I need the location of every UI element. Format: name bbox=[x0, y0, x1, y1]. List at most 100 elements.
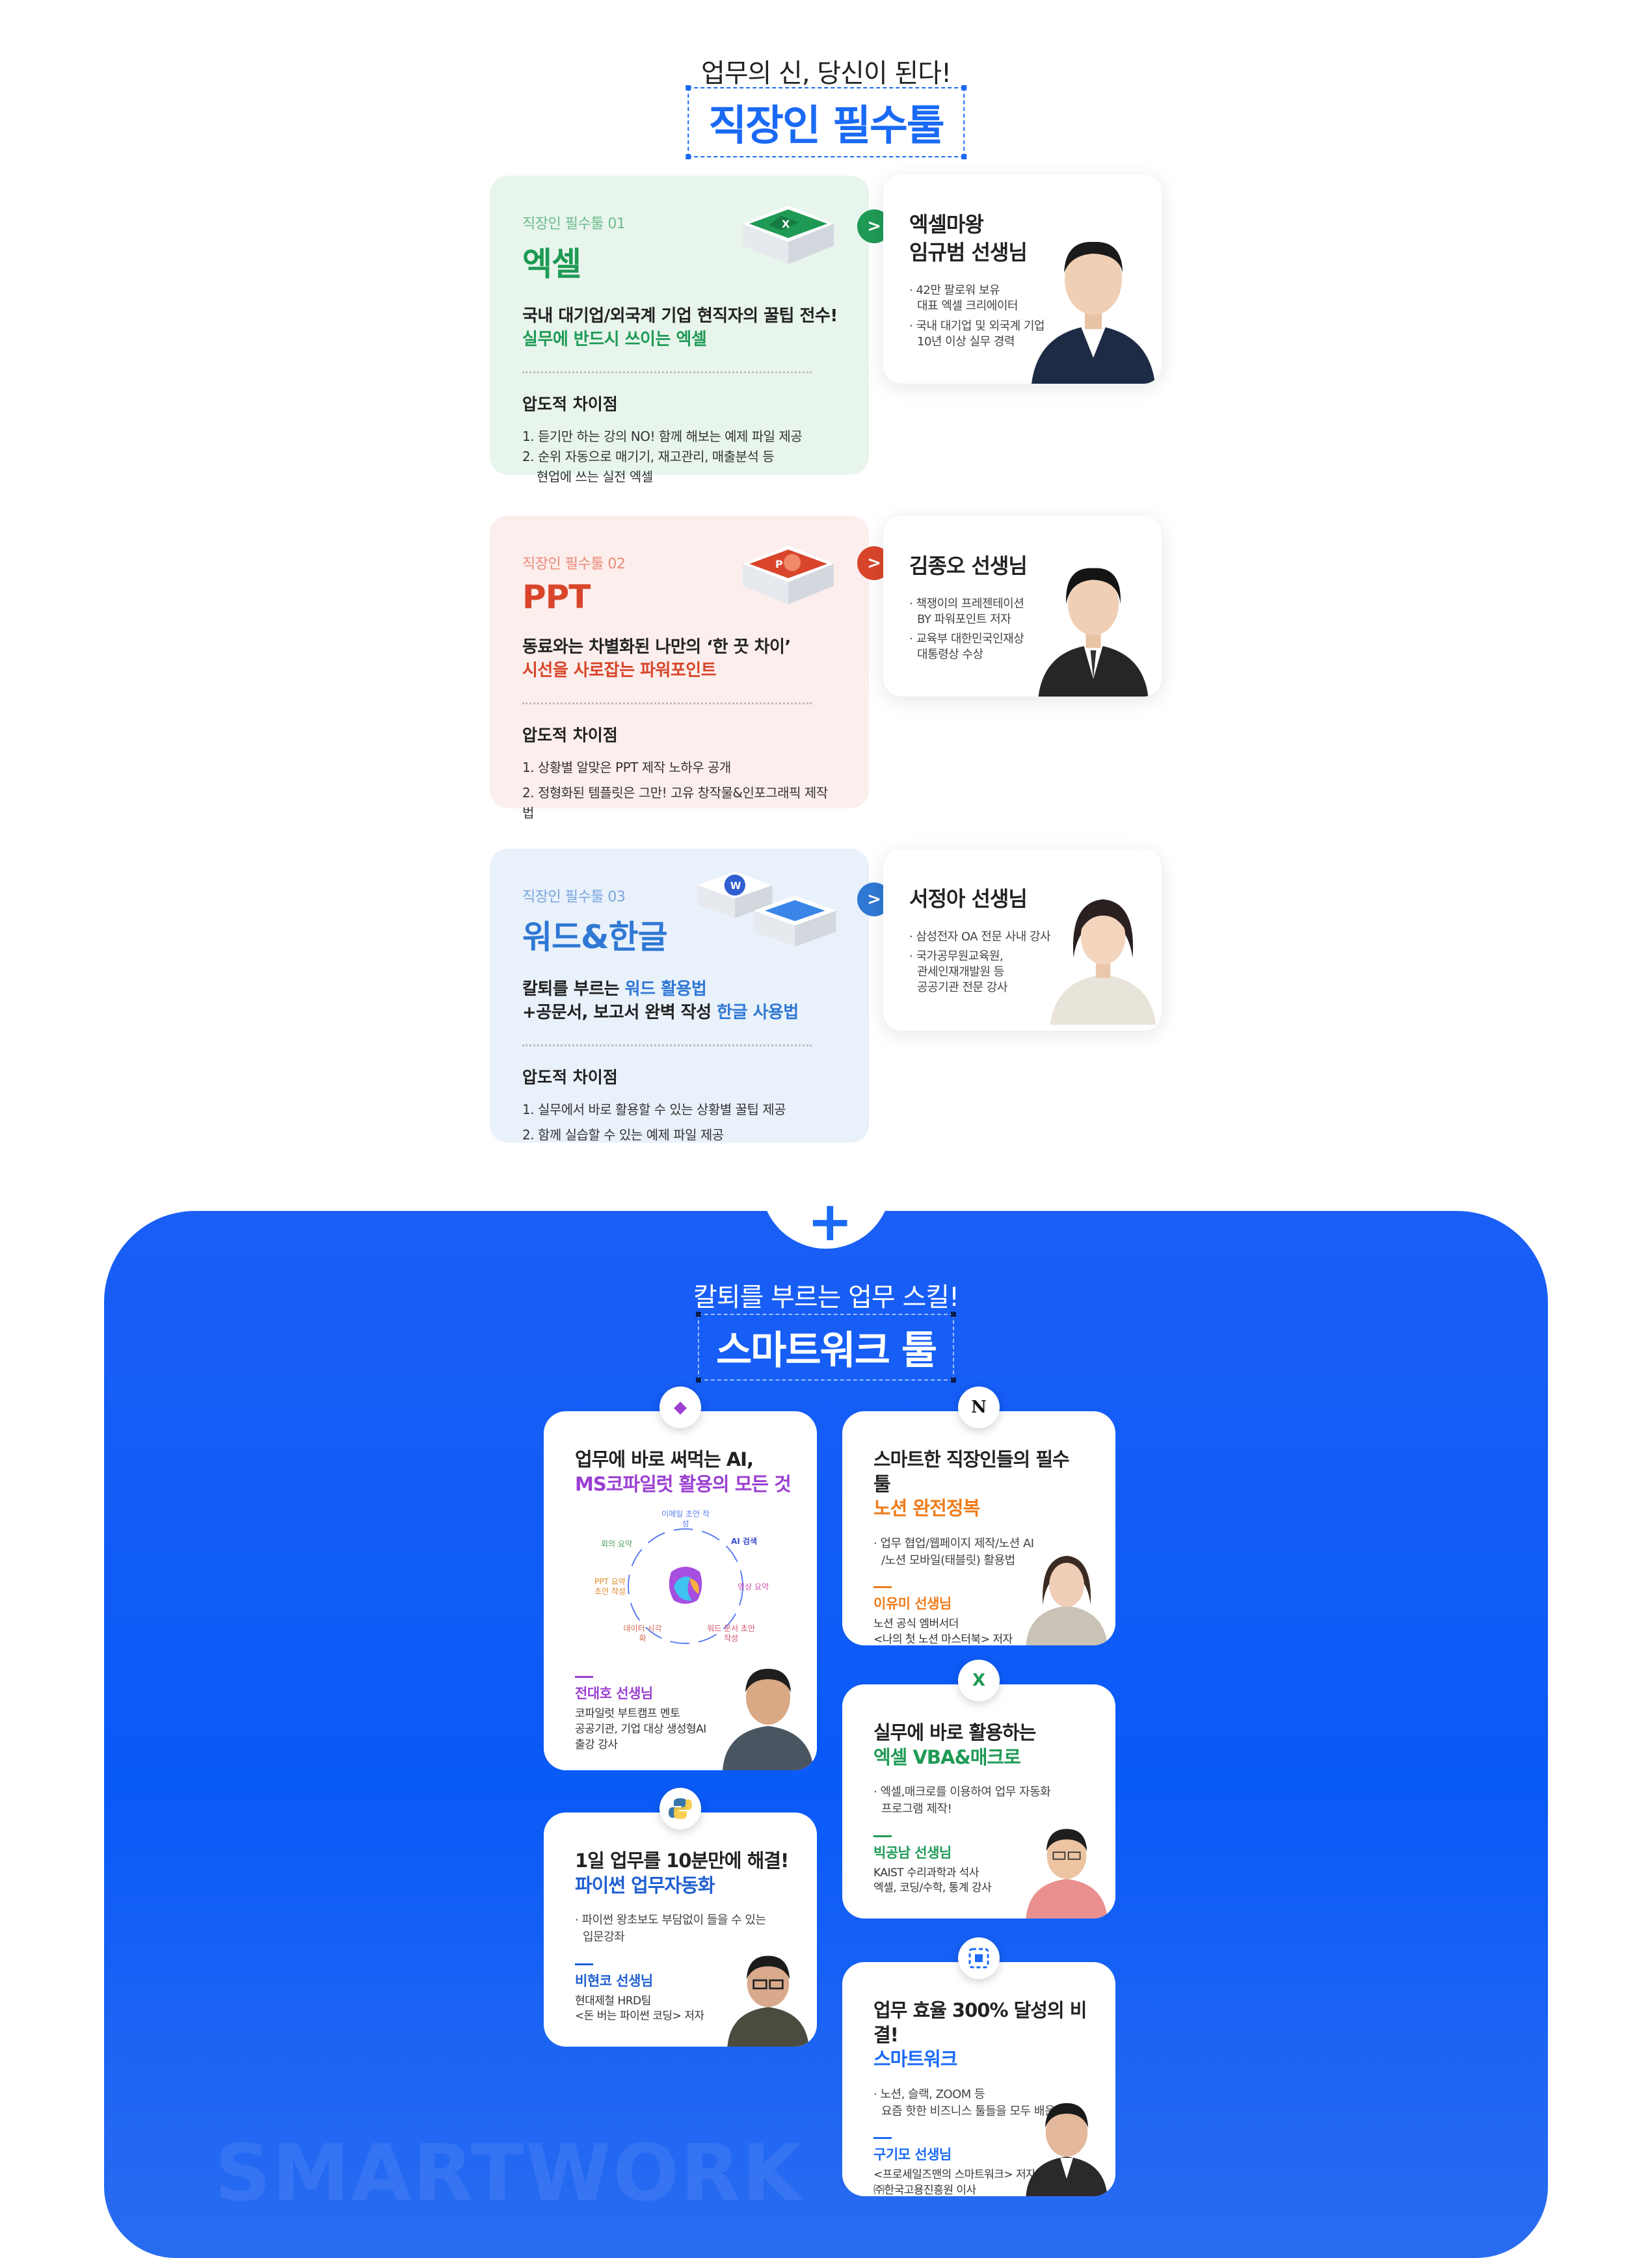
card-copilot: 업무에 바로 써먹는 AI, MS코파일럿 활용의 모든 것 이메일 초안 작성… bbox=[544, 1411, 817, 1770]
tool-card-ppt: P 직장인 필수툴 02 PPT 동료와는 차별화된 나만의 ‘한 끗 차이’ … bbox=[490, 516, 869, 821]
tool-card-excel: X 직장인 필수툴 01 엑셀 국내 대기업/외국계 기업 현직자의 꿀팁 전수… bbox=[490, 176, 869, 485]
accent-bar bbox=[575, 1963, 593, 1965]
teacher-credit-line: 출강 강사 bbox=[575, 1738, 618, 1751]
card-point-line: · 파이썬 왕초보도 부담없이 들을 수 있는 bbox=[575, 1913, 766, 1928]
tool-eyebrow: 직장인 필수툴 02 bbox=[522, 556, 626, 572]
teacher-name: 이유미 선생님 bbox=[873, 1596, 952, 1612]
tool-desc-highlight: 워드 활용법 bbox=[624, 979, 707, 999]
teacher-credit-line: <돈 버는 파이썬 코딩> 저자 bbox=[575, 2010, 704, 2023]
diff-title: 압도적 차이점 bbox=[522, 394, 618, 414]
card-point-line: · 엑셀,매크로를 이용하여 업무 자동화 bbox=[873, 1785, 1051, 1800]
svg-text:X: X bbox=[782, 218, 790, 230]
tool-card-word: W 직장인 필수툴 03 워드&한글 칼퇴를 부르는 워드 활용법 +공문서, … bbox=[490, 849, 869, 1143]
ppt-box-icon: P bbox=[743, 546, 834, 604]
page-title: 직장인 필수툴 bbox=[708, 102, 945, 150]
header-subtitle: 업무의 신, 당신이 된다! bbox=[700, 59, 952, 88]
diagram-label: AI 검색 bbox=[731, 1537, 758, 1547]
svg-text:P: P bbox=[775, 558, 783, 570]
teacher-credit-line: ㈜한국고용진흥원 이사 bbox=[873, 2184, 976, 2196]
copilot-ring bbox=[628, 1528, 743, 1645]
teacher-points: · 42만 팔로워 보유 대표 엑셀 크리에이터 · 국내 대기업 및 외국계 … bbox=[909, 282, 1162, 350]
teacher-photo bbox=[1026, 1556, 1108, 1645]
teacher-point: · 국내 대기업 및 외국계 기업 bbox=[909, 319, 1045, 333]
card-point-line: · 노션, 슬랙, ZOOM 등 bbox=[873, 2088, 985, 2102]
teacher-photo bbox=[1038, 568, 1149, 697]
diff-item: 2. 함께 실습할 수 있는 예제 파일 제공 bbox=[522, 1126, 724, 1143]
diff-title: 압도적 차이점 bbox=[522, 1067, 618, 1087]
teacher-point: 대통령상 수상 bbox=[917, 648, 983, 662]
teacher-credit: 현대제철 HRD팀 <돈 버는 파이썬 코딩> 저자 bbox=[575, 1994, 791, 2025]
tool-desc: 동료와는 차별화된 나만의 ‘한 끗 차이’ bbox=[522, 637, 791, 657]
card-headline: 스마트한 직장인들의 필수 툴 bbox=[873, 1448, 1070, 1495]
divider bbox=[522, 702, 812, 704]
teacher-name: 김종오 선생님 bbox=[909, 553, 1028, 578]
teacher-point: · 국가공무원교육원, bbox=[909, 950, 1004, 964]
teacher-credit-line: 공공기관, 기업 대상 생성형AI bbox=[575, 1723, 706, 1736]
diff-list: 1. 듣기만 하는 강의 NO! 함께 해보는 예제 파일 제공 2. 순위 자… bbox=[522, 427, 838, 487]
card-headline-highlight: 파이썬 업무자동화 bbox=[575, 1874, 715, 1896]
teacher-credit-line: 코파일럿 부트캠프 멘토 bbox=[575, 1707, 680, 1721]
card-smartwork: 업무 효율 300% 달성의 비결! 스마트워크 · 노션, 슬랙, ZOOM … bbox=[842, 1962, 1115, 2196]
teacher-point: · 삼성전자 OA 전문 사내 강사 bbox=[909, 930, 1051, 944]
diagram-label: 회의 요약 bbox=[601, 1539, 632, 1549]
teacher-credit-line: <나의 첫 노션 마스터북> 저자 bbox=[873, 1633, 1013, 1645]
card-headline: 업무에 바로 써먹는 AI, bbox=[575, 1448, 754, 1470]
teacher-point: 관세인재개발원 등 bbox=[917, 965, 1004, 979]
accent-bar bbox=[873, 1586, 892, 1589]
tool-desc: +공문서, 보고서 완벽 작성 한글 사용법 bbox=[522, 1001, 838, 1024]
tool-desc: 국내 대기업/외국계 기업 현직자의 꿀팁 전수! bbox=[522, 306, 838, 326]
teacher-name: 전대호 선생님 bbox=[575, 1686, 653, 1702]
smartwork-section: SMARTWORK bbox=[104, 1211, 1548, 2258]
diff-item: 1. 듣기만 하는 강의 NO! 함께 해보는 예제 파일 제공 bbox=[522, 428, 803, 444]
excel-box-icon: X bbox=[743, 206, 834, 264]
excel-icon: X bbox=[958, 1660, 1000, 1701]
card-point-line: 입문강좌 bbox=[583, 1930, 625, 1945]
teacher-name: 엑셀마왕 bbox=[909, 212, 984, 237]
diff-item: 2. 순위 자동으로 매기기, 재고관리, 매출분석 등 bbox=[522, 448, 775, 464]
diagram-label: 영상 요약 bbox=[738, 1582, 769, 1592]
accent-bar bbox=[575, 1676, 593, 1679]
teacher-name: 빅공남 선생님 bbox=[873, 1844, 952, 1861]
header-title-frame: 직장인 필수툴 bbox=[686, 85, 966, 159]
teacher-photo bbox=[723, 1669, 814, 1770]
teacher-point: 10년 이상 실무 경력 bbox=[917, 334, 1015, 349]
diagram-label: 데이터 시각화 bbox=[623, 1624, 662, 1643]
teacher-credit: <프로세일즈맨의 스마트워크> 저자 ㈜한국고용진흥원 이사 bbox=[873, 2168, 1089, 2196]
tool-eyebrow: 직장인 필수툴 03 bbox=[522, 889, 626, 905]
word-hwp-box-icon: W bbox=[697, 871, 836, 947]
card-point-line: · 업무 협업/웹페이지 제작/노션 AI bbox=[873, 1537, 1034, 1551]
smartwork-title-frame: 스마트워크 툴 bbox=[695, 1312, 957, 1383]
diff-item: 1. 실무에서 바로 활용할 수 있는 상황별 꿀팁 제공 bbox=[522, 1101, 786, 1117]
notion-icon: N bbox=[958, 1387, 1000, 1428]
svg-text:W: W bbox=[730, 880, 741, 892]
card-vba: 실무에 바로 활용하는 엑셀 VBA&매크로 · 엑셀,매크로를 이용하여 업무… bbox=[842, 1684, 1115, 1919]
card-points: · 노션, 슬랙, ZOOM 등 요즘 핫한 비즈니스 툴들을 모두 배운다! bbox=[873, 2086, 1089, 2120]
plus-icon: + bbox=[807, 1189, 853, 1253]
tool-desc-part: 칼퇴를 부르는 bbox=[522, 979, 625, 999]
tool-desc-highlight: 실무에 반드시 쓰이는 엑셀 bbox=[522, 330, 707, 350]
tool-desc-highlight: 시선을 사로잡는 파워포인트 bbox=[522, 661, 717, 681]
teacher-points: · 책쟁이의 프레젠테이션 BY 파워포인트 저자 · 교육부 대한민국인재상 … bbox=[909, 596, 1162, 663]
teacher-point: · 42만 팔로워 보유 bbox=[909, 284, 1000, 298]
teacher-name: 비현코 선생님 bbox=[575, 1972, 653, 1989]
diff-item: 2. 정형화된 템플릿은 그만! 고유 창작물&인포그래픽 제작법 bbox=[522, 784, 828, 821]
teacher-credit-line: 현대제철 HRD팀 bbox=[575, 1994, 651, 2008]
diff-item: 현업에 쓰는 실전 엑셀 bbox=[537, 468, 653, 485]
teacher-name: 구기모 선생님 bbox=[873, 2147, 952, 2163]
teacher-point: · 책쟁이의 프레젠테이션 bbox=[909, 597, 1024, 611]
teacher-point: BY 파워포인트 저자 bbox=[917, 613, 1011, 627]
teacher-point: 대표 엑셀 크리에이터 bbox=[917, 299, 1018, 313]
teacher-points: · 삼성전자 OA 전문 사내 강사 · 국가공무원교육원, 관세인재개발원 등… bbox=[909, 929, 1162, 996]
tool-desc-part: +공문서, 보고서 완벽 작성 bbox=[522, 1003, 717, 1023]
card-points: · 파이썬 왕초보도 부담없이 들을 수 있는 입문강좌 bbox=[575, 1912, 791, 1946]
teacher-photo bbox=[1026, 2103, 1108, 2196]
card-python: 1일 업무를 10분만에 해결! 파이썬 업무자동화 · 파이썬 왕초보도 부담… bbox=[544, 1813, 817, 2047]
card-points: · 업무 협업/웹페이지 제작/노션 AI /노션 모바일(태블릿) 활용법 bbox=[873, 1535, 1089, 1569]
teacher-point: · 교육부 대한민국인재상 bbox=[909, 632, 1024, 646]
teacher-card-excel: 엑셀마왕 임규범 선생님 · 42만 팔로워 보유 대표 엑셀 크리에이터 · … bbox=[883, 174, 1162, 384]
card-headline: 실무에 바로 활용하는 bbox=[873, 1721, 1036, 1744]
divider bbox=[522, 371, 812, 373]
smartwork-title: 스마트워크 툴 bbox=[715, 1328, 937, 1374]
tool-eyebrow: 직장인 필수툴 01 bbox=[522, 216, 626, 232]
background-watermark: SMARTWORK bbox=[215, 2129, 804, 2219]
